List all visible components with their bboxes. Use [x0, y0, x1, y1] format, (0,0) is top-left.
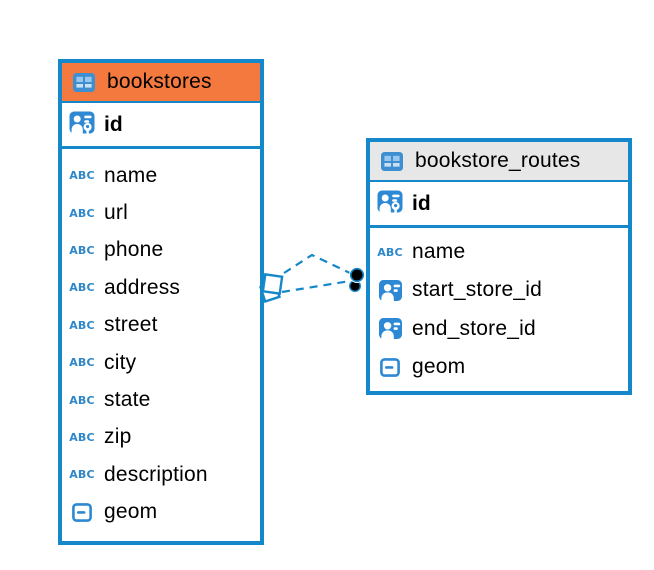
- column-row[interactable]: geom: [62, 494, 260, 531]
- column-row[interactable]: end_store_id: [370, 310, 628, 348]
- text-type-icon: ABC: [69, 393, 95, 407]
- column-row[interactable]: ABC state: [62, 381, 260, 418]
- geometry-type-icon: [68, 503, 96, 522]
- primary-key-icon: [68, 111, 96, 138]
- column-name: description: [104, 462, 208, 486]
- text-type-icon: ABC: [69, 169, 95, 183]
- column-row-pk[interactable]: id: [62, 103, 260, 149]
- column-name: name: [412, 240, 466, 264]
- column-name: name: [104, 163, 158, 187]
- column-name: address: [104, 275, 181, 299]
- column-row[interactable]: ABC description: [62, 456, 260, 493]
- entity-title: bookstores: [107, 70, 212, 93]
- column-row[interactable]: ABC zip: [62, 419, 260, 456]
- column-row[interactable]: ABC street: [62, 307, 260, 344]
- column-row-pk[interactable]: id: [370, 182, 628, 228]
- column-name: geom: [412, 355, 466, 379]
- reference-type-icon: [376, 318, 404, 339]
- column-name: end_store_id: [412, 316, 536, 340]
- column-name: id: [412, 191, 431, 215]
- text-type-icon: ABC: [69, 318, 95, 332]
- column-row[interactable]: ABC url: [62, 194, 260, 231]
- relation-endpoint-dots[interactable]: [349, 267, 365, 293]
- reference-type-icon: [376, 280, 404, 301]
- text-type-icon: ABC: [69, 356, 95, 370]
- column-name: start_store_id: [412, 278, 543, 302]
- table-icon: [70, 73, 98, 92]
- column-name: city: [104, 350, 137, 374]
- geometry-type-icon: [376, 358, 404, 377]
- text-type-icon: ABC: [69, 243, 95, 257]
- column-name: state: [104, 388, 151, 412]
- relation-line-upper[interactable]: [283, 253, 353, 275]
- entity-bookstores[interactable]: bookstores id ABC name ABC url ABC phone…: [58, 59, 264, 545]
- text-type-icon: ABC: [69, 206, 95, 220]
- primary-key-icon: [376, 190, 404, 217]
- entity-bookstores-header[interactable]: bookstores: [62, 63, 260, 103]
- column-row[interactable]: ABC name: [370, 233, 628, 271]
- entity-title: bookstore_routes: [415, 149, 581, 172]
- text-type-icon: ABC: [69, 281, 95, 295]
- column-row[interactable]: ABC address: [62, 269, 260, 306]
- column-row[interactable]: geom: [370, 348, 628, 386]
- column-name: phone: [104, 238, 164, 262]
- entity-bookstore-routes[interactable]: bookstore_routes id ABC name start_store…: [366, 138, 632, 395]
- column-name: id: [104, 112, 123, 136]
- entity-bookstore-routes-header[interactable]: bookstore_routes: [370, 142, 628, 182]
- column-name: street: [104, 313, 158, 337]
- text-type-icon: ABC: [377, 245, 403, 259]
- column-name: zip: [104, 425, 132, 449]
- column-row[interactable]: start_store_id: [370, 271, 628, 309]
- text-type-icon: ABC: [69, 468, 95, 482]
- text-type-icon: ABC: [69, 430, 95, 444]
- relation-line-lower[interactable]: [281, 279, 351, 294]
- column-list: ABC name ABC url ABC phone ABC address A…: [62, 149, 260, 531]
- column-row[interactable]: ABC phone: [62, 232, 260, 269]
- column-row[interactable]: ABC city: [62, 344, 260, 381]
- column-row[interactable]: ABC name: [62, 157, 260, 194]
- table-icon: [378, 152, 406, 171]
- column-name: geom: [104, 500, 158, 524]
- column-name: url: [104, 201, 128, 225]
- column-list: ABC name start_store_id end_store_id ge: [370, 228, 628, 386]
